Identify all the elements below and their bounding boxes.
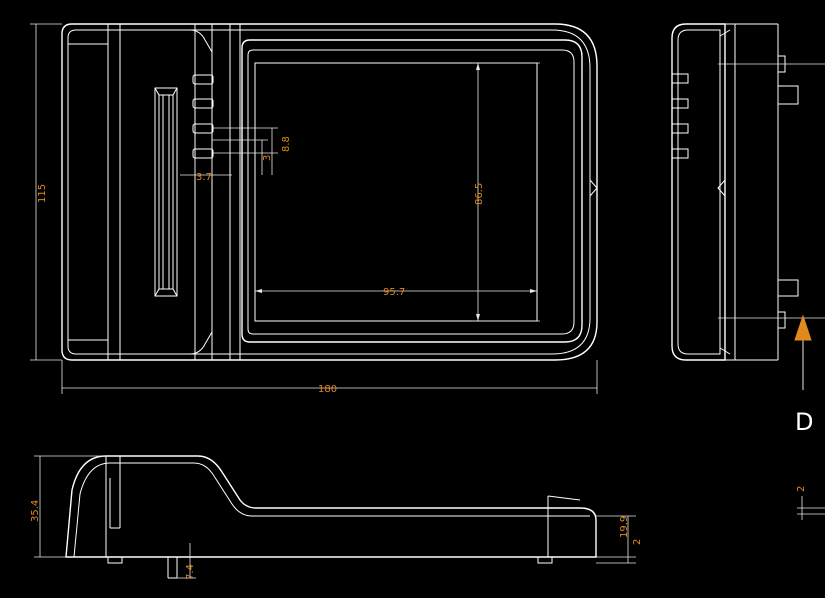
right-notch xyxy=(589,179,598,197)
dim-side-step: 19.9 2 xyxy=(596,515,643,564)
top-view-inner-outline xyxy=(67,29,591,355)
dim-screen-height: 86.5 xyxy=(472,62,540,322)
screen-window xyxy=(241,39,583,343)
side-view-right xyxy=(671,23,825,361)
card-slot xyxy=(154,87,178,297)
dim-slot-gap-label: 8.8 xyxy=(281,136,292,152)
dim-detail-label: 2 xyxy=(796,486,807,492)
top-view-outer-outline xyxy=(61,23,598,361)
dim-screen-width: 95.7 xyxy=(255,287,537,298)
dim-slot-offset-label: 3.7 xyxy=(196,172,212,183)
dim-slot-pitch-label: 3 xyxy=(262,155,273,161)
dim-screen-width-label: 95.7 xyxy=(383,287,405,298)
side-view-bottom: 35.4 19.9 2 7.4 xyxy=(30,455,643,580)
dim-foot-label: 7.4 xyxy=(185,564,196,580)
dim-slot-details: 8.8 3 3.7 xyxy=(180,127,292,183)
button-slots xyxy=(192,74,214,159)
dim-side-step-label: 19.9 xyxy=(619,516,630,538)
dim-side-height-label: 35.4 xyxy=(30,500,41,522)
dim-side-thickness-label: 2 xyxy=(632,539,643,545)
section-marker-label: D xyxy=(795,408,813,436)
dim-detail-right: 2 xyxy=(796,486,825,520)
dim-screen-height-label: 86.5 xyxy=(474,183,485,205)
dim-width-total-label: 180 xyxy=(318,384,337,395)
dim-foot: 7.4 xyxy=(177,543,196,580)
dim-height-total-label: 115 xyxy=(37,184,48,203)
section-marker-d: D xyxy=(794,314,813,436)
dim-side-height: 35.4 xyxy=(30,455,106,558)
dim-height-total: 115 xyxy=(30,23,62,361)
dim-width-total: 180 xyxy=(61,360,598,395)
top-view: 115 180 95.7 86.5 xyxy=(30,23,598,395)
